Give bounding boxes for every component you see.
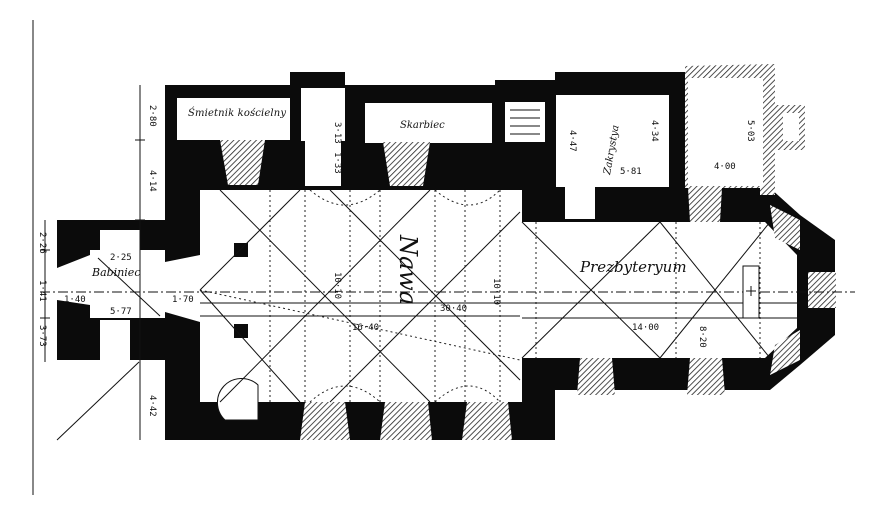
sacristy — [556, 95, 669, 187]
svg-text:1·41: 1·41 — [37, 280, 47, 302]
svg-text:30·40: 30·40 — [440, 304, 467, 314]
svg-text:5·77: 5·77 — [110, 307, 132, 317]
side-room — [688, 78, 763, 186]
svg-text:4·47: 4·47 — [567, 130, 577, 152]
room-label-porch: Babiniec — [91, 266, 140, 279]
storeroom — [177, 98, 290, 140]
svg-text:4·34: 4·34 — [649, 120, 659, 142]
svg-text:3·13: 3·13 — [332, 122, 342, 144]
buttresses — [220, 140, 725, 440]
svg-text:4·42: 4·42 — [147, 395, 157, 417]
svg-text:2·80: 2·80 — [147, 105, 157, 127]
svg-text:2·26: 2·26 — [37, 232, 47, 254]
dimension-labels: 2·80 4·14 2·26 1·41 3·73 4·42 5·77 2·25 … — [37, 105, 755, 417]
porch — [90, 250, 165, 318]
room-label-nave: Nawa — [394, 234, 422, 305]
svg-text:14·00: 14·00 — [632, 323, 659, 333]
altar-cross-icon — [746, 286, 756, 296]
treasury — [365, 103, 492, 143]
svg-text:3·73: 3·73 — [37, 325, 47, 347]
spiral-stair — [216, 378, 259, 421]
room-label-storeroom: Śmietnik kościelny — [188, 107, 286, 119]
svg-text:1·70: 1·70 — [172, 295, 194, 305]
svg-text:4·14: 4·14 — [147, 170, 157, 192]
nave — [200, 190, 522, 402]
pier — [234, 324, 248, 338]
stairs — [505, 102, 545, 142]
room-label-chancel: Prezbyteryum — [579, 258, 687, 276]
svg-text:5·81: 5·81 — [620, 167, 642, 177]
svg-text:1·33: 1·33 — [332, 152, 342, 174]
svg-text:10·10: 10·10 — [491, 278, 501, 305]
svg-text:1·40: 1·40 — [64, 295, 86, 305]
tower-chamber — [301, 88, 345, 141]
svg-text:8·20: 8·20 — [697, 326, 707, 348]
svg-text:10·10: 10·10 — [332, 272, 342, 299]
room-label-treasury: Skarbiec — [400, 120, 445, 131]
chancel — [522, 222, 797, 358]
dimension-lines — [40, 85, 145, 440]
pier — [234, 243, 248, 257]
svg-text:2·25: 2·25 — [110, 253, 132, 263]
svg-text:5·03: 5·03 — [745, 120, 755, 142]
vault-lines — [97, 189, 771, 403]
svg-text:16·40: 16·40 — [352, 323, 379, 333]
svg-text:4·00: 4·00 — [714, 162, 736, 172]
